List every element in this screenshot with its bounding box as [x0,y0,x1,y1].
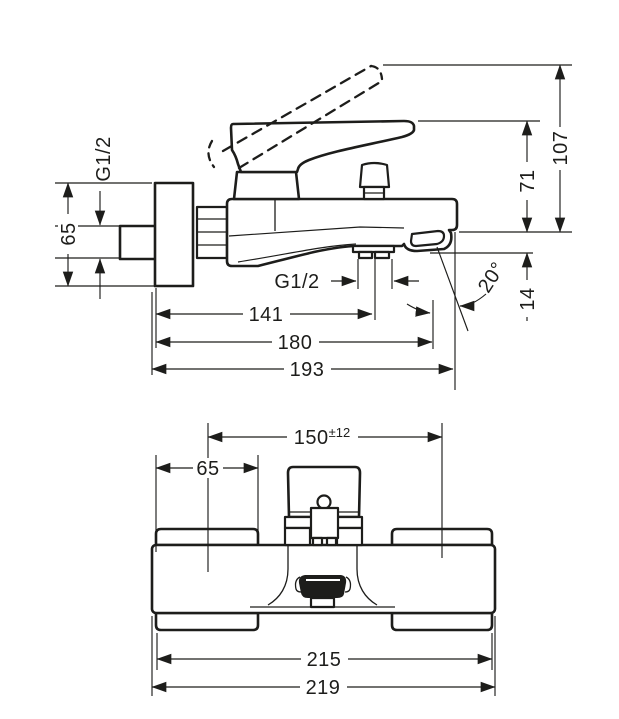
mixer-body-and-spout [225,197,459,268]
angle-arc-right [459,293,487,312]
union-nut [195,205,229,260]
shower-outlet-stub [351,244,396,260]
aerator-drop-label: 14 [517,287,539,310]
aerator-side [409,229,446,248]
diverter-knob [358,161,391,201]
escutcheon-width-label: 65 [196,458,219,480]
lever-end-circle [316,494,332,510]
handle-height-label: 71 [517,169,539,192]
handle-front [283,465,364,547]
aerator-clip-right [344,576,352,593]
spout-angle-axis-line [436,246,469,332]
handle-raised-height-label: 107 [550,131,572,166]
spout-angle-label: 20° [474,258,510,297]
front-view-dimension-labels: 150±12 65 215 219 [193,425,358,699]
handle-raised-dashed [207,64,384,170]
lever-handle [229,119,416,174]
inner-width-label: 215 [307,649,342,671]
wall-thread-label: G1/2 [93,136,115,181]
outlet-distance-label: 141 [249,304,284,326]
wall-pipe-stub [118,224,159,261]
aerator-distance-label: 180 [278,332,313,354]
outlet-thread-label: G1/2 [274,271,319,293]
angle-arc-left [406,303,431,317]
aerator-clip-left [294,576,302,593]
total-projection-label: 193 [290,359,325,381]
aerator-front [294,575,352,609]
lever-column [309,506,340,540]
connection-distance-label: 150±12 [294,425,350,449]
front-view: 150±12 65 215 219 [150,423,497,699]
spout-detail-lines [228,200,405,263]
escutcheon-height-label: 65 [58,222,80,245]
wall-escutcheon [153,181,195,288]
side-view-dimension-labels: G1/2 65 107 71 14 20° G1/2 141 180 193 [58,127,572,381]
side-view: G1/2 65 107 71 14 20° G1/2 141 180 193 [55,64,572,390]
cartridge-cap [232,170,301,201]
total-width-label: 219 [306,677,341,699]
